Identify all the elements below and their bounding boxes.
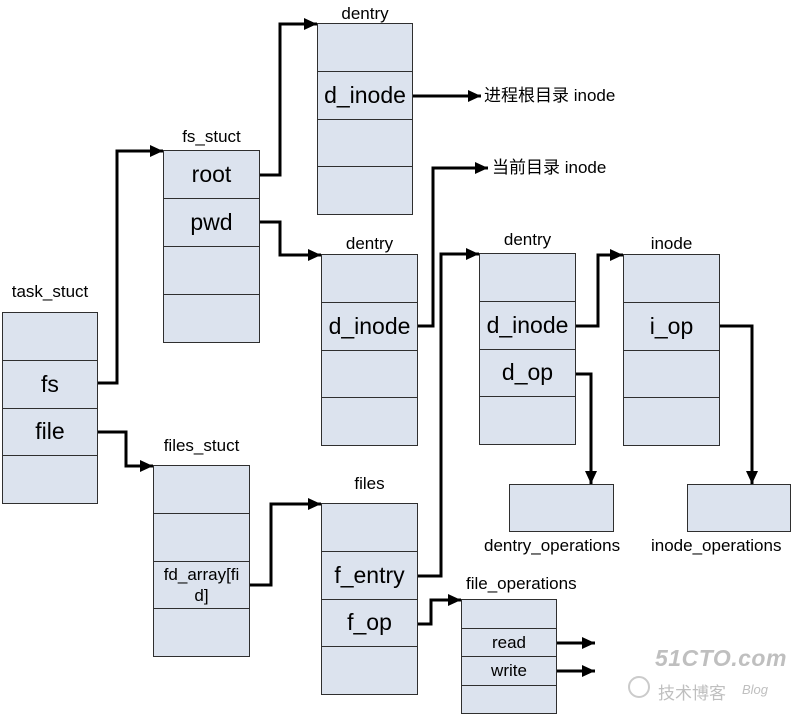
dentry-root-row-empty (318, 24, 412, 72)
dentry-operations-label: dentry_operations (484, 536, 621, 555)
files-stuct-box: fd_array[fid] (153, 465, 250, 657)
dentry-pwd-title: dentry (345, 234, 394, 253)
dentry-file-field-d-op: d_op (480, 350, 575, 398)
arrow-d-op-to-dentry-operations (576, 372, 597, 484)
arrow-f-op-to-file-operations (418, 594, 461, 626)
files-stuct-field-fd-array: fd_array[fid] (154, 562, 249, 610)
inode-operations-label: inode_operations (651, 536, 782, 555)
task-stuct-title: task_stuct (11, 282, 89, 301)
inode-field-i-op: i_op (624, 303, 719, 351)
watermark-tagline: 技术博客 (658, 684, 726, 703)
dentry-root-field-d-inode: d_inode (318, 72, 412, 120)
file-operations-title: file_operations (466, 574, 577, 593)
inode-row-empty (624, 255, 719, 303)
files-stuct-row-empty (154, 609, 249, 656)
files-stuct-row-empty (154, 466, 249, 514)
watermark-logo-icon (628, 676, 650, 698)
cwd-inode-note: 当前目录 inode (492, 158, 607, 177)
dentry-pwd-box: d_inode (321, 254, 418, 446)
arrow-pwd-d-inode-to-cwd-inode (418, 162, 488, 328)
dentry-file-title: dentry (503, 230, 552, 249)
dentry-operations-box (509, 484, 614, 532)
file-operations-field-write: write (462, 657, 556, 686)
dentry-file-row-empty (480, 397, 575, 444)
files-row-empty (322, 504, 417, 552)
arrow-file-to-files-stuct (97, 430, 153, 472)
file-operations-row-empty (462, 686, 556, 714)
inode-row-empty (624, 351, 719, 399)
files-title: files (354, 474, 385, 493)
task-stuct-row-empty (3, 313, 97, 361)
task-stuct-box: fs file (2, 312, 98, 504)
root-inode-note: 进程根目录 inode (484, 86, 616, 105)
files-field-f-entry: f_entry (322, 552, 417, 600)
dentry-root-row-empty (318, 120, 412, 168)
watermark-site: 51CTO.com (655, 645, 787, 671)
fs-stuct-row-empty (164, 247, 259, 295)
arrow-fs-to-fs-stuct (97, 145, 163, 385)
fs-stuct-field-pwd: pwd (164, 199, 259, 247)
dentry-root-row-empty (318, 167, 412, 214)
fs-stuct-row-empty (164, 295, 259, 342)
arrow-pwd-to-dentry (260, 220, 321, 261)
files-box: f_entry f_op (321, 503, 418, 695)
arrow-root-to-dentry (260, 18, 317, 177)
dentry-file-field-d-inode: d_inode (480, 302, 575, 350)
inode-box: i_op (623, 254, 720, 446)
arrow-i-op-to-inode-operations (720, 324, 758, 484)
dentry-pwd-field-d-inode: d_inode (322, 303, 417, 351)
arrow-fd-array-to-files (250, 498, 321, 587)
file-operations-row-empty (462, 600, 556, 629)
dentry-root-title: dentry (341, 4, 389, 23)
files-field-f-op: f_op (322, 600, 417, 648)
file-operations-field-read: read (462, 629, 556, 657)
arrow-f-entry-to-dentry (418, 248, 479, 578)
inode-operations-box (687, 484, 791, 532)
dentry-root-box: d_inode (317, 23, 413, 215)
inode-title: inode (650, 234, 693, 253)
arrow-d-inode-to-inode (576, 249, 623, 328)
inode-row-empty (624, 398, 719, 445)
dentry-pwd-row-empty (322, 351, 417, 399)
fs-stuct-field-root: root (164, 151, 259, 199)
fd-array-label: fd_array[fid] (163, 564, 240, 605)
dentry-pwd-row-empty (322, 255, 417, 303)
fs-stuct-title: fs_stuct (182, 127, 241, 146)
task-stuct-row-empty (3, 456, 97, 503)
dentry-pwd-row-empty (322, 398, 417, 445)
watermark-blog: Blog (742, 682, 769, 697)
task-stuct-field-fs: fs (3, 361, 97, 409)
files-row-empty (322, 647, 417, 694)
dentry-file-row-empty (480, 254, 575, 302)
files-stuct-title: files_stuct (163, 436, 240, 455)
files-stuct-row-empty (154, 514, 249, 562)
dentry-file-box: d_inode d_op (479, 253, 576, 445)
task-stuct-field-file: file (3, 409, 97, 457)
fs-stuct-box: root pwd (163, 150, 260, 343)
file-operations-box: read write (461, 599, 557, 714)
